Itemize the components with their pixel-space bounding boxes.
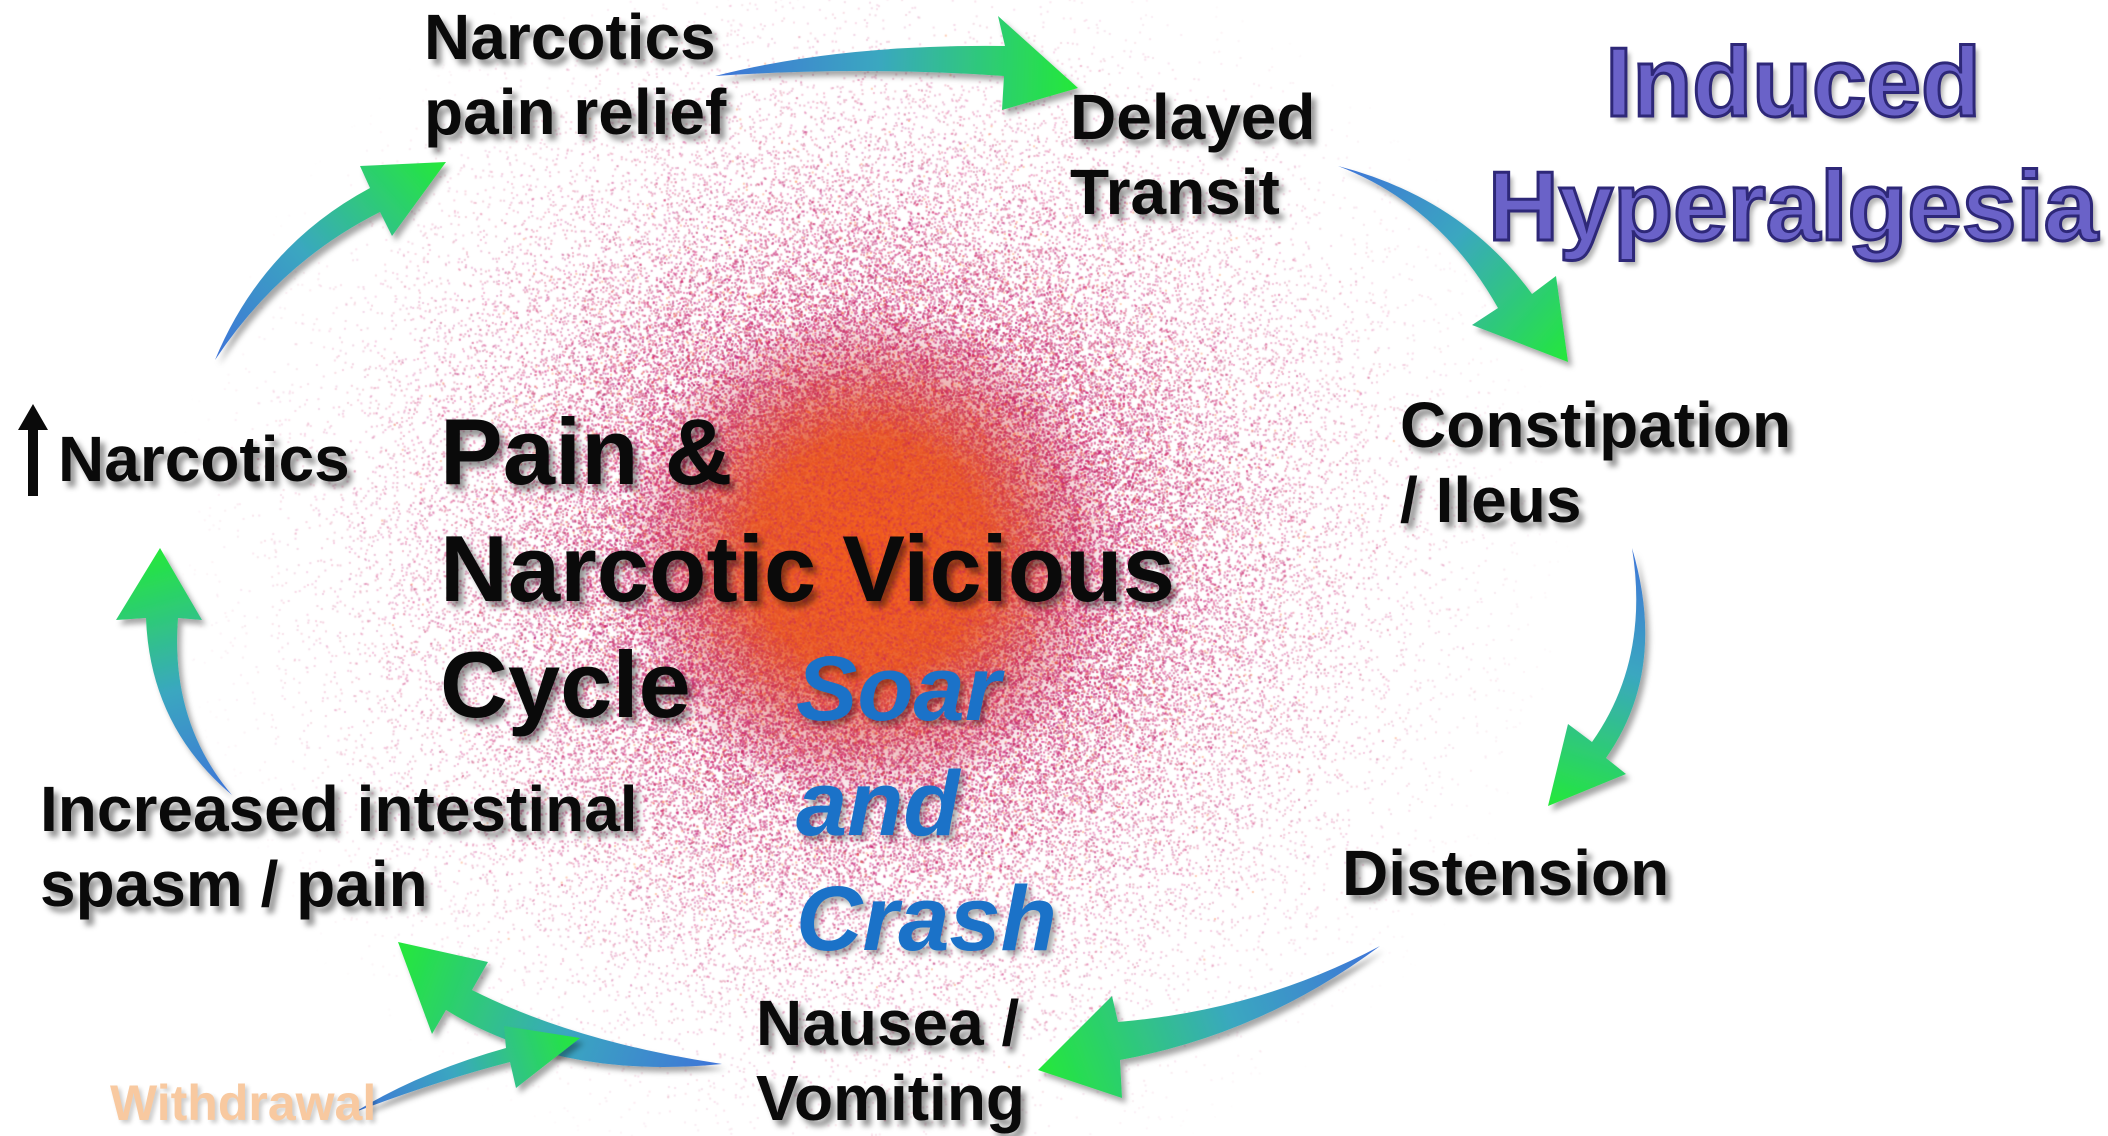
corner-title: Induced Hyperalgesia [1488, 20, 2098, 269]
node-constipation-ileus: Constipation / Ileus [1400, 388, 1791, 538]
node-line: Distension [1342, 836, 1669, 911]
node-line: Delayed [1070, 80, 1315, 155]
corner-title-line: Hyperalgesia [1488, 144, 2098, 268]
node-line: Narcotics [424, 0, 726, 75]
node-line: Constipation [1400, 388, 1791, 463]
arrow-distension-to-nausea [1038, 946, 1380, 1098]
node-line: spasm / pain [40, 847, 638, 922]
center-title-line: Narcotic Vicious [440, 511, 1175, 628]
arrow-spasm-to-narcotics [116, 548, 232, 795]
soar-line: Crash [796, 862, 1057, 977]
node-line: / Ileus [1400, 463, 1791, 538]
node-distension: Distension [1342, 836, 1669, 911]
corner-title-line: Induced [1488, 20, 2098, 144]
up-arrow-icon [16, 404, 50, 496]
node-delayed-transit: Delayed Transit [1070, 80, 1315, 230]
node-line: Increased intestinal [40, 772, 638, 847]
node-line: Transit [1070, 155, 1315, 230]
arrow-relief-to-transit [715, 16, 1078, 110]
arrow-withdrawal-to-cycle [355, 1026, 580, 1112]
soar-line: and [796, 747, 1057, 862]
soar-and-crash: Soar and Crash [796, 632, 1057, 977]
node-increased-spasm: Increased intestinal spasm / pain [40, 772, 638, 922]
withdrawal-text: Withdrawal [110, 1074, 376, 1133]
node-line: pain relief [424, 75, 726, 150]
node-nausea-vomiting: Nausea / Vomiting [756, 986, 1025, 1136]
node-narcotics-pain-relief: Narcotics pain relief [424, 0, 726, 150]
node-line: Narcotics [58, 422, 350, 497]
arrow-narcotics-to-relief [215, 162, 446, 360]
center-title-line: Pain & [440, 394, 1175, 511]
withdrawal-label: Withdrawal [110, 1074, 376, 1133]
soar-line: Soar [796, 632, 1057, 747]
node-line: Vomiting [756, 1061, 1025, 1136]
node-line: Nausea / [756, 986, 1025, 1061]
arrow-constipation-to-distension [1548, 548, 1645, 806]
node-increase-narcotics: Narcotics [58, 422, 350, 497]
